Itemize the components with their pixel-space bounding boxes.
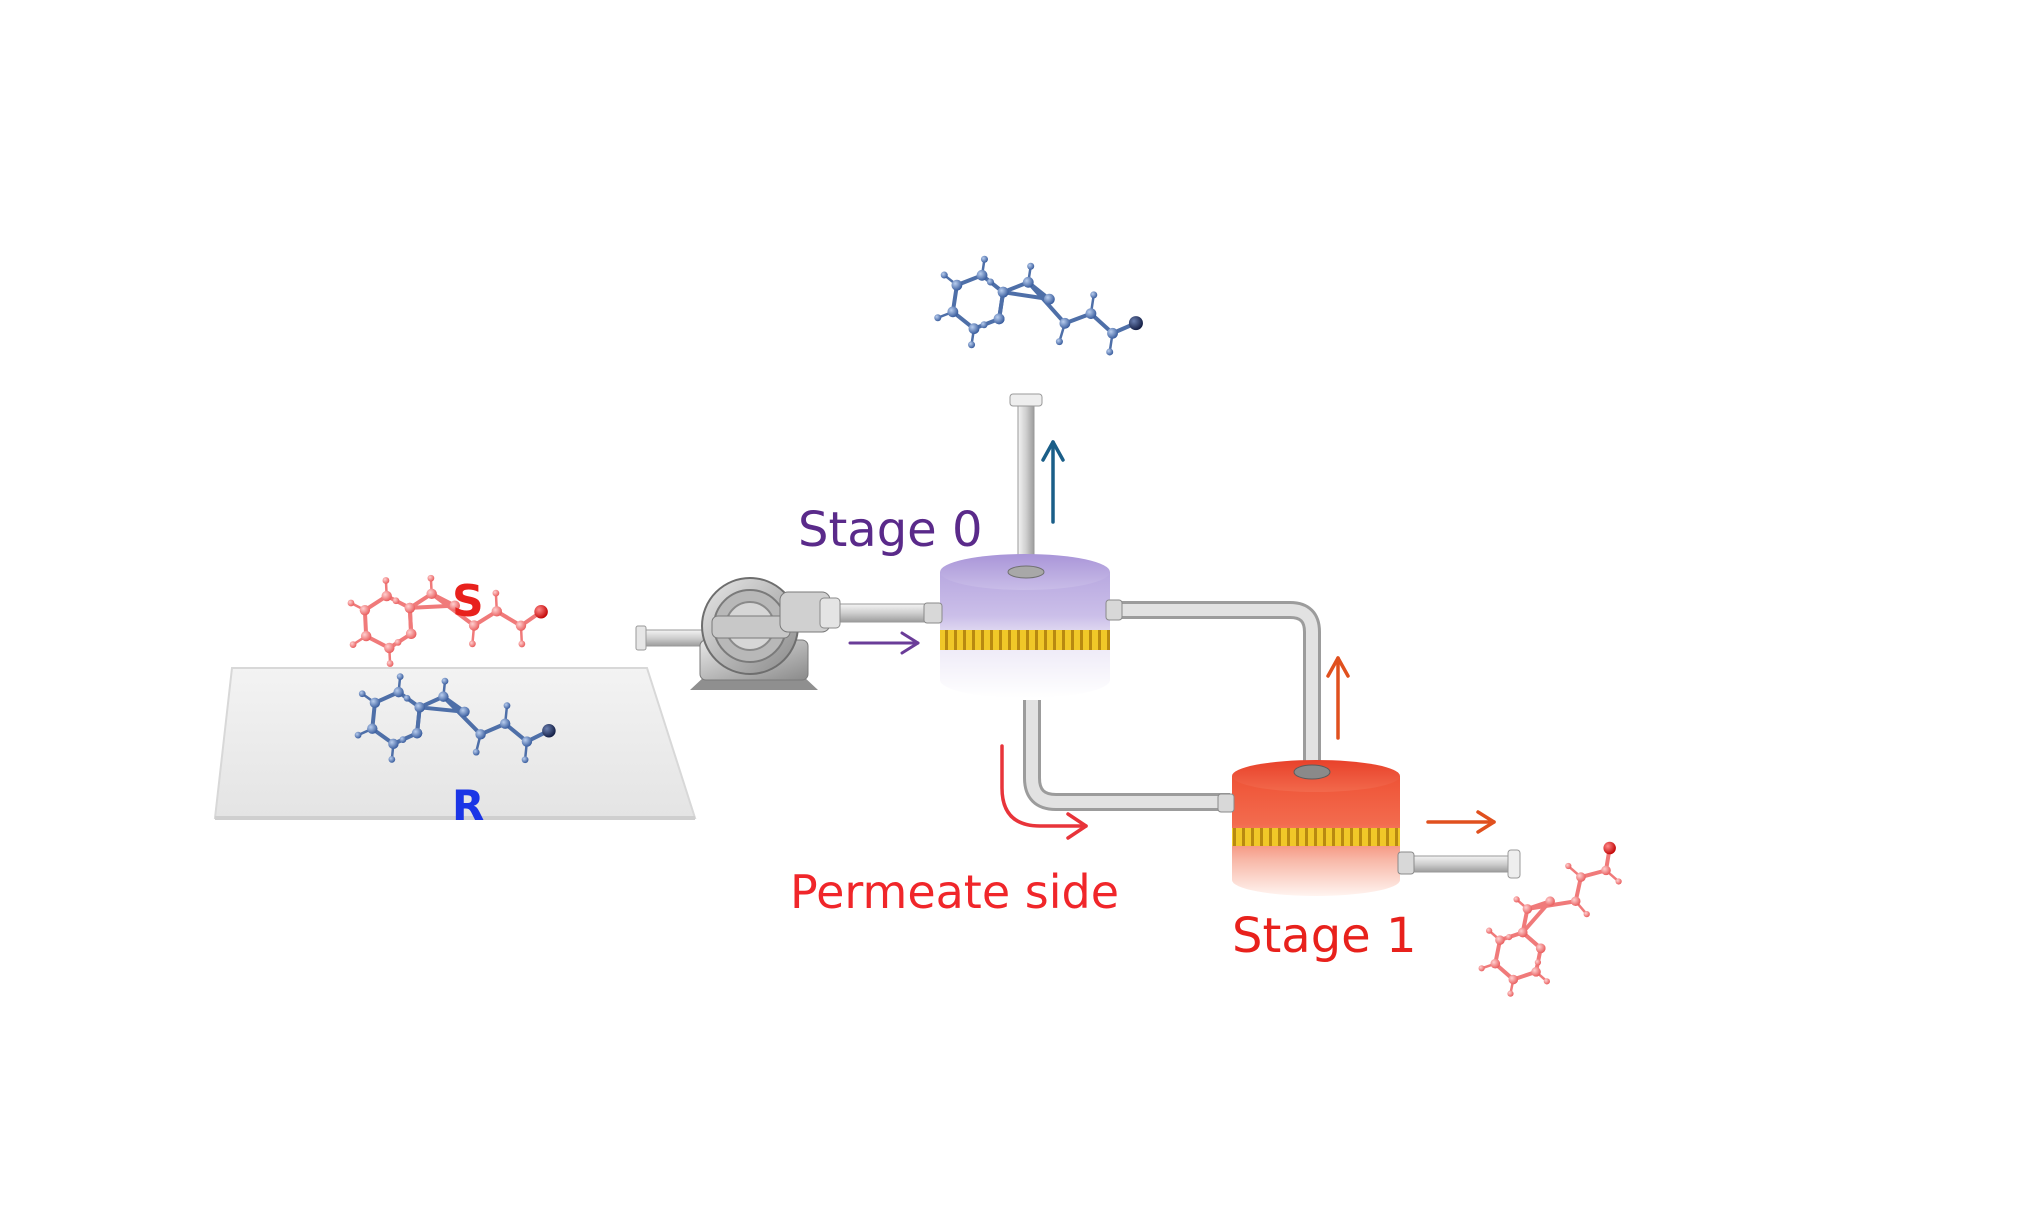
interstage-pipe <box>1110 601 1321 770</box>
r-enantiomer-molecule <box>354 673 556 764</box>
pipes <box>635 393 1521 879</box>
arrow-retentate-stage0 <box>1041 440 1065 524</box>
s-enantiomer-product-molecule <box>1478 841 1622 997</box>
arrow-stage1-up <box>1326 656 1350 740</box>
r-enantiomer-retentate-molecule <box>934 255 1143 356</box>
membrane-module-stage1-icon <box>1217 760 1415 896</box>
centrifugal-pump-icon <box>690 577 841 690</box>
permeate-pipe <box>1023 700 1230 811</box>
stage1-label: Stage 1 <box>1232 908 1417 964</box>
s-enantiomer-molecule <box>347 574 548 667</box>
arrow-stage1-out <box>1426 810 1496 834</box>
arrow-permeate <box>1000 744 1088 840</box>
membrane-module-stage0-icon <box>923 554 1123 698</box>
stage1-outlet-pipe <box>1409 855 1517 873</box>
permeate-side-label: Permeate side <box>790 865 1119 919</box>
s-enantiomer-label: S <box>452 576 484 627</box>
r-enantiomer-label: R <box>452 781 484 830</box>
chiral-selector-plane <box>213 667 697 820</box>
arrow-feed <box>848 631 920 655</box>
stage0-label: Stage 0 <box>798 502 983 558</box>
retentate-pipe-stage0 <box>1017 399 1035 581</box>
